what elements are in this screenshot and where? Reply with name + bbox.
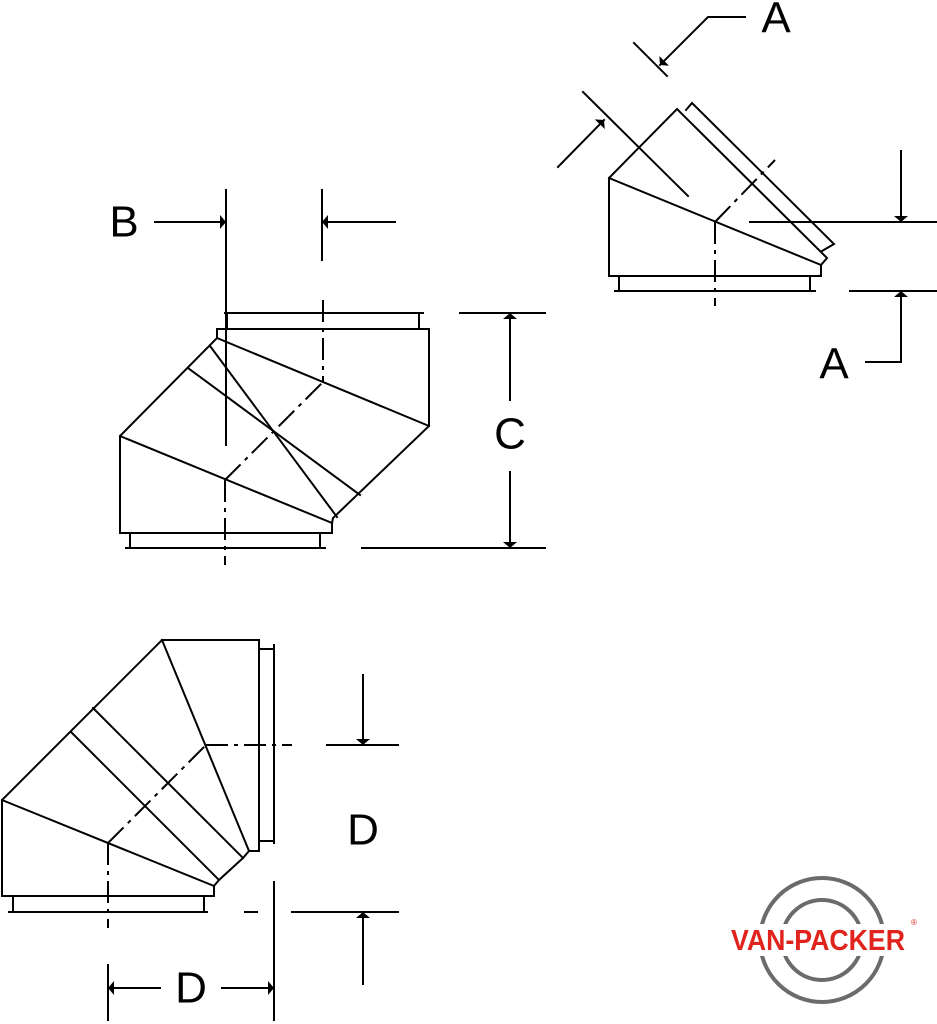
- dimension-d-horizontal: D: [107, 881, 275, 1021]
- label-b: B: [109, 198, 138, 247]
- dimension-a-vertical: A: [749, 150, 937, 389]
- elbow-bottom: [0, 638, 292, 928]
- logo-registered-mark: ®: [911, 918, 917, 927]
- label-d-right: D: [347, 806, 379, 855]
- label-a-bottom: A: [819, 340, 849, 389]
- dimension-a-diagonal: A: [556, 0, 791, 198]
- logo-text: VAN-PACKER: [731, 925, 905, 957]
- dimension-b: B: [109, 189, 396, 446]
- elbow-45: [607, 101, 836, 306]
- label-c: C: [494, 410, 526, 459]
- elbow-middle: [118, 300, 431, 565]
- van-packer-logo: VAN-PACKER ®: [726, 876, 922, 1004]
- dimension-c: C: [361, 312, 546, 549]
- label-a-top: A: [761, 0, 791, 43]
- label-d-bottom: D: [175, 964, 207, 1013]
- dimension-d-vertical: D: [244, 674, 399, 985]
